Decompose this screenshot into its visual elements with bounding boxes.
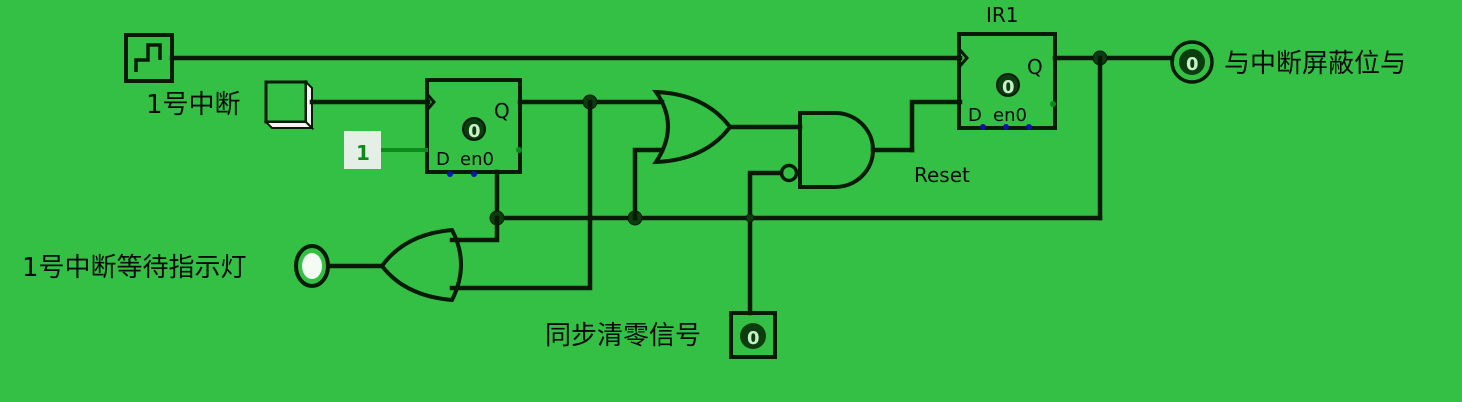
clock-icon	[134, 43, 162, 72]
ir1-title: IR1	[986, 3, 1019, 27]
svg-text:en0: en0	[993, 105, 1027, 126]
flipflop-ir1[interactable]: Q D en0 0	[957, 32, 1057, 130]
svg-text:0: 0	[1002, 77, 1015, 98]
mask-output-pin: 0	[1170, 40, 1214, 84]
interrupt1-wait-label: 1号中断等待指示灯	[22, 253, 247, 283]
svg-text:Q: Q	[1027, 55, 1043, 79]
and-gate	[798, 111, 875, 189]
interrupt1-wait-led	[294, 244, 330, 288]
ff1-q-label: Q	[494, 99, 510, 123]
ff1-en-label: en0	[460, 149, 494, 170]
inverter-bubble	[779, 163, 799, 183]
svg-text:0: 0	[747, 328, 760, 349]
mask-output-label: 与中断屏蔽位与	[1224, 49, 1406, 79]
ff1-state: 0	[468, 121, 481, 142]
interrupt1-button[interactable]	[263, 79, 315, 131]
or-gate-2	[379, 227, 463, 303]
ff1-d-label: D	[436, 149, 450, 170]
sync-clear-label: 同步清零信号	[545, 321, 701, 351]
reset-label: Reset	[914, 163, 970, 187]
sync-clear-pin[interactable]: 0	[729, 311, 777, 359]
clock-input[interactable]	[124, 33, 174, 83]
interrupt1-label: 1号中断	[146, 90, 241, 120]
flipflop-1[interactable]: Q D en0 0	[425, 78, 522, 177]
svg-text:D: D	[968, 105, 982, 126]
svg-text:1: 1	[356, 141, 370, 165]
or-gate-1	[652, 89, 733, 165]
constant-one: 1	[344, 131, 381, 169]
svg-text:0: 0	[1186, 54, 1199, 75]
